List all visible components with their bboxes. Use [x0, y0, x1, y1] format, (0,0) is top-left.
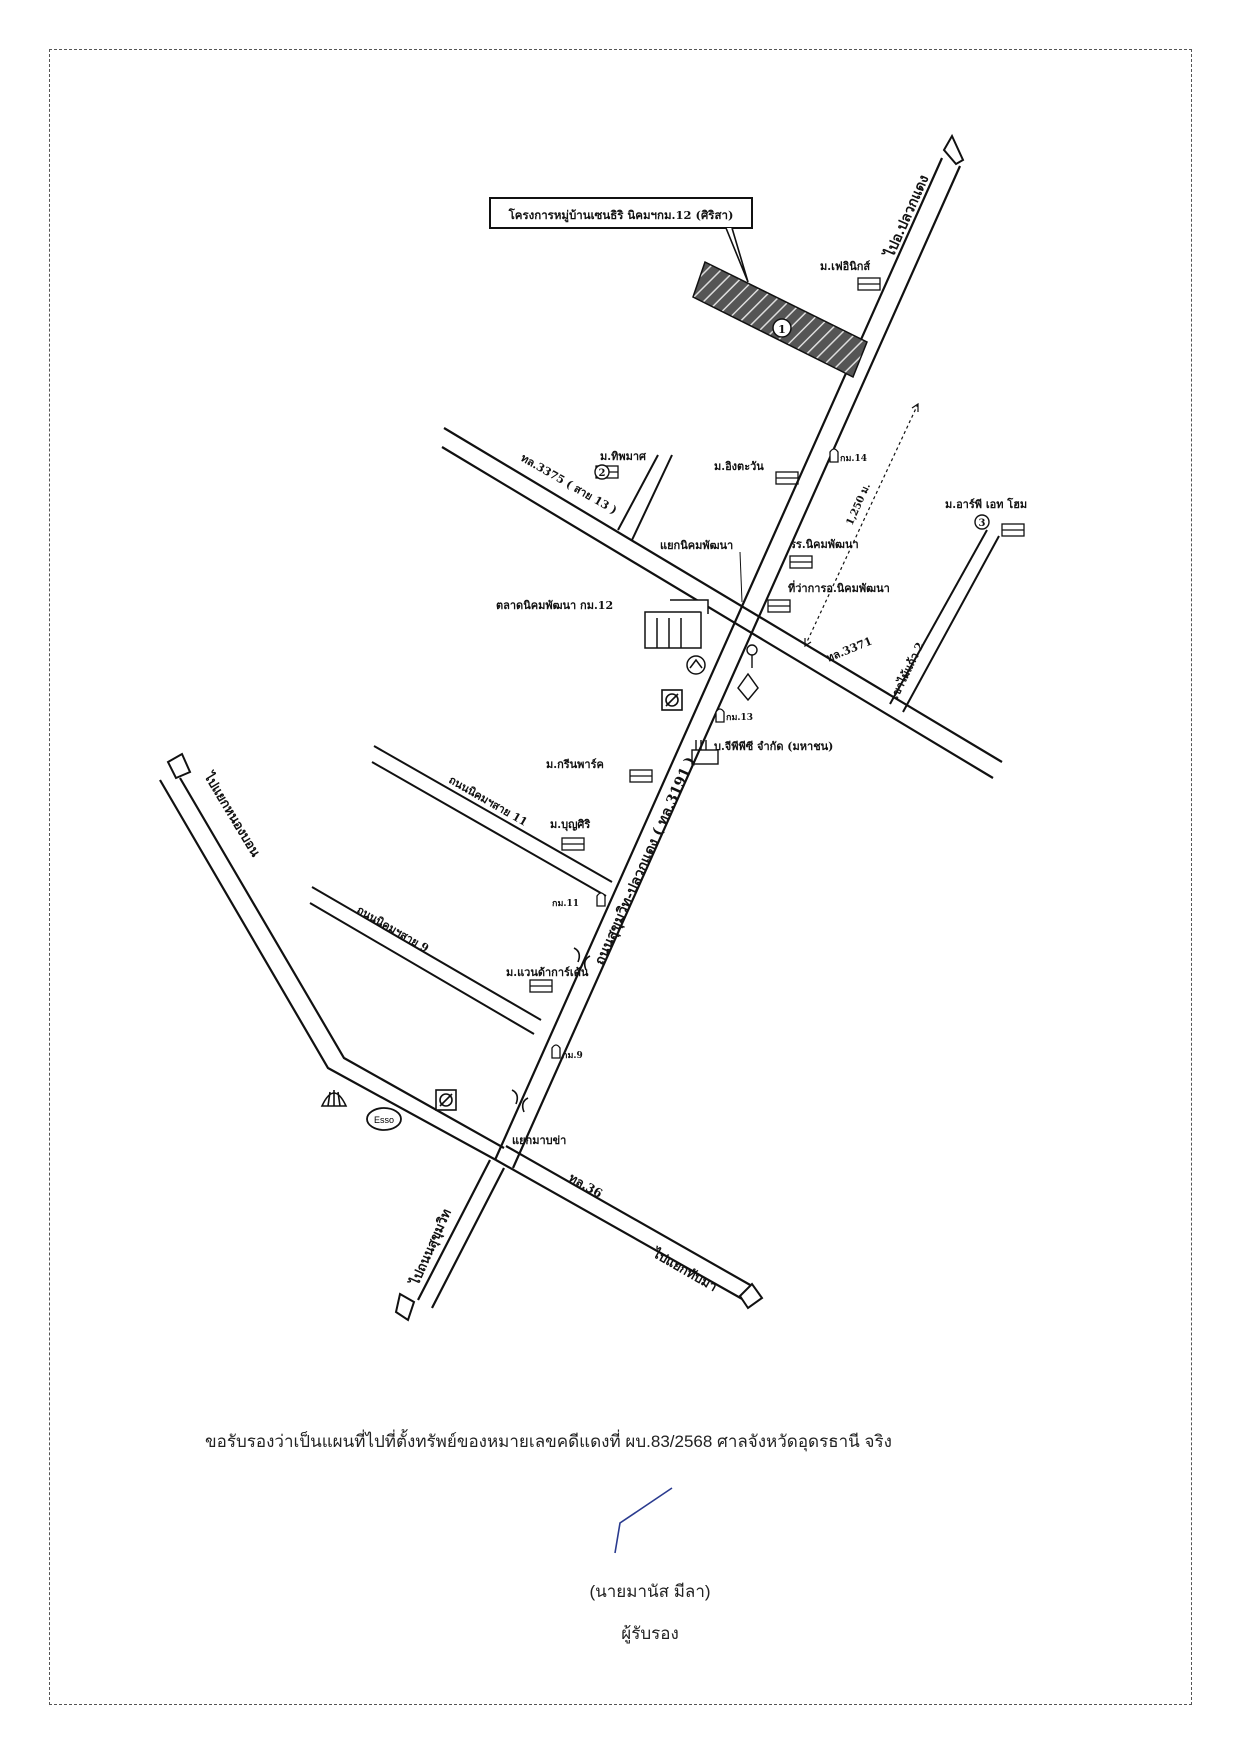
label-m-arpe: ม.อาร์พี เอท โฮม: [945, 497, 1027, 511]
label-company: บ.จีพีพีซี จำกัด (มหาชน): [714, 740, 833, 753]
label-sukhumvit-pluak: ถนนสุขุมวิท-ปลวกแดง ( ทล.3191 ): [592, 755, 699, 968]
marker-2-label: 2: [599, 468, 606, 479]
label-nikhom11: ถนนนิคมฯสาย 11: [447, 773, 530, 829]
label-nikhom9: ถนนนิคมฯสาย 9: [355, 903, 431, 955]
label-m-ingtawan: ม.อิงตะวัน: [714, 460, 764, 473]
label-m-phenix: ม.เฟอินิกส์: [820, 260, 870, 273]
road-nikhom-11: [371, 745, 613, 897]
label-khao-mai-kaeo: เขาไม้แก้ว 2: [887, 640, 927, 702]
bank-icon: [686, 655, 706, 675]
marker-2-circle: [594, 464, 610, 480]
label-m-thipmas: ม.ทิพมาศ: [600, 450, 647, 463]
label-km14: กม.14: [840, 454, 867, 464]
market-building-icon: [644, 599, 709, 649]
label-km11: กม.11: [552, 899, 579, 909]
label-distance: 1,250 ม.: [845, 482, 873, 527]
temple-icon: [737, 672, 759, 702]
page-border: [49, 49, 1192, 1705]
road-to-thipmas: [617, 454, 673, 541]
house-icon: [529, 277, 1025, 993]
signer-name: (นายมานัส มีลา): [589, 1582, 711, 1601]
label-market: ตลาดนิคมพัฒนา กม.12: [496, 599, 613, 612]
bridge-symbol: [511, 947, 591, 1113]
road-khao-mai-kaeo: [889, 529, 1000, 713]
factory-icon: [691, 740, 719, 765]
marker-3-label: 3: [979, 518, 986, 529]
esso-station-icon: Esso: [366, 1107, 402, 1131]
arrow-to-sukhumvit: [394, 1292, 416, 1322]
label-m-garden: ม.แวนด้าการ์เด้น: [506, 966, 589, 979]
road-sukhumvit-pluak-daeng: [493, 157, 962, 1169]
road-tl36: [495, 1145, 753, 1301]
police-icon: [746, 644, 758, 668]
label-yaek-nikhom: แยกนิคมพัฒนา: [660, 539, 733, 552]
project-label: โครงการหมู่บ้านเซนธิริ นิคมฯกม.12 (ศิริส…: [508, 207, 734, 223]
label-to-nong-bon: ไปแยกหนองบอน: [200, 768, 265, 860]
road-to-nong-bon: [159, 777, 505, 1161]
marker-3-circle: [974, 514, 990, 530]
road-to-sukhumvit: [417, 1159, 505, 1309]
svg-text:Esso: Esso: [374, 1115, 394, 1125]
road-nikhom-9: [309, 886, 542, 1035]
label-m-green-park: ม.กรีนพาร์ค: [546, 758, 604, 771]
label-to-thap-ma: ไปแยกทับมา: [648, 1244, 720, 1295]
label-school: รร.นิคมพัฒนา: [790, 538, 859, 551]
pointer-line: [739, 551, 743, 603]
marker-1-circle: [772, 318, 792, 338]
label-tl3371: ทล.3371: [824, 635, 874, 665]
label-district-office: ที่ว่าการอ.นิคมพัฒนา: [788, 580, 890, 595]
arrow-to-pluak-daeng: [942, 133, 965, 166]
label-yaek-maab: แยกมาบข่า: [512, 1134, 566, 1147]
ptt-station-icon: [435, 689, 683, 1111]
label-km9: กม.9: [562, 1051, 583, 1061]
arrow-to-thap-ma: [738, 1282, 764, 1310]
marker-1-label: 1: [778, 323, 786, 336]
road-tl3375-tl3371: [441, 427, 1003, 779]
label-km13: กม.13: [726, 713, 753, 723]
shell-station-icon: [320, 1090, 348, 1107]
certification-statement: ขอรับรองว่าเป็นแผนที่ไปที่ตั้งทรัพย์ของห…: [205, 1432, 892, 1451]
signature: [614, 1487, 673, 1554]
label-m-boonsiri: ม.บุญศิริ: [550, 818, 590, 832]
project-callout: โครงการหมู่บ้านเซนธิริ นิคมฯกม.12 (ศิริส…: [489, 197, 753, 283]
km-post-icon: [551, 448, 839, 1059]
arrow-to-nong-bon: [166, 752, 192, 780]
distance-dimension: [804, 402, 919, 648]
signer-role: ผู้รับรอง: [621, 1624, 679, 1643]
label-tl36: ทล.36: [567, 1170, 605, 1200]
